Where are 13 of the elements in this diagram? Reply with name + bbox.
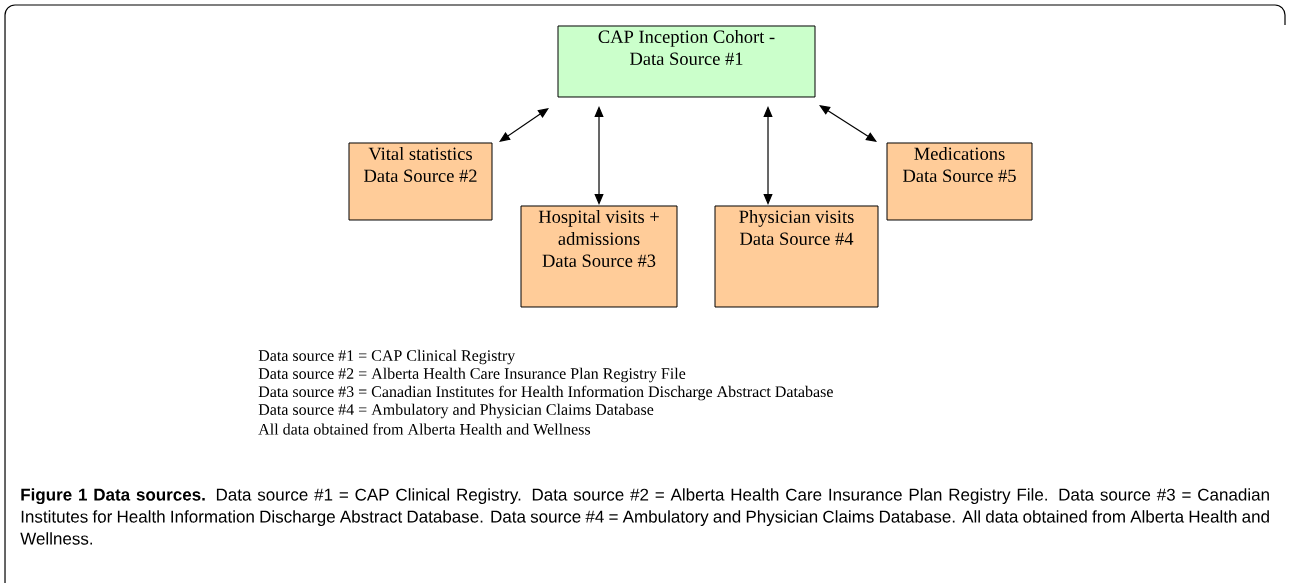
legend-line: Data source #1 = CAP Clinical Registry: [258, 349, 516, 365]
figure-caption: Figure 1 Data sources. Data source #1 = CAP Clinical Registry. Data source #2 = Alberta Health Care Insurance Plan Registry File. Data source #3 = Canadian Institutes for Health Information Discharge Abstract Database. Data source #4 = Ambulatory and Physician Claims Database. All data obtained from Alberta Health and Wellness.: [20, 488, 1269, 545]
arrow: [499, 108, 549, 142]
legend-line: Data source #2 = Alberta Health Care Insurance Plan Registry File: [258, 367, 686, 383]
source-box: Vital statistics Data Source #2: [348, 142, 493, 221]
legend-line: Data source #3 = Canadian Institutes for Health Information Discharge Abstract Database: [258, 385, 833, 401]
arrow: [819, 105, 877, 142]
source-box: Medications Data Source #5: [886, 142, 1033, 221]
legend-line: All data obtained from Alberta Health and Wellness: [258, 423, 591, 435]
legend-line: Data source #4 = Ambulatory and Physician Claims Database: [258, 403, 654, 419]
cohort-box: CAP Inception Cohort - Data Source #1: [557, 25, 816, 98]
source-box: Hospital visits + admissions Data Source #3: [520, 205, 678, 308]
source-box: Physician visits Data Source #4: [714, 205, 879, 308]
